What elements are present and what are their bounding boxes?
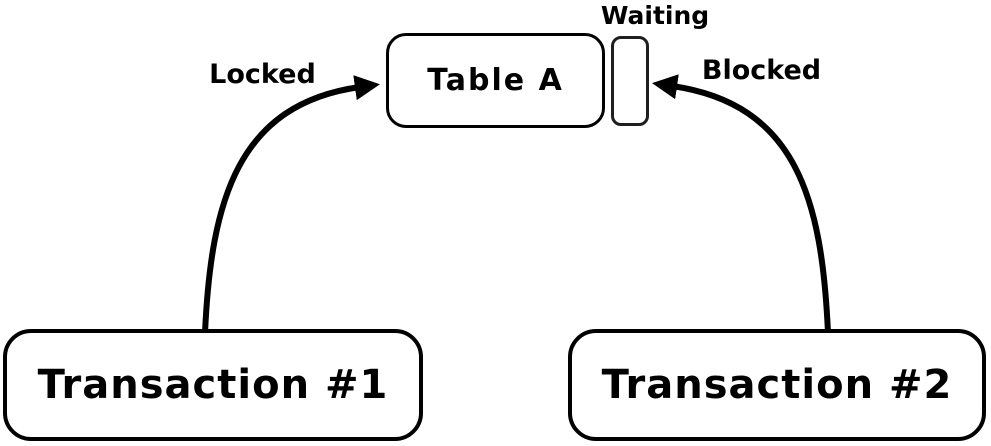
blocked-arrow: [652, 74, 831, 336]
transaction-2-label: Transaction #2: [601, 362, 953, 408]
transaction-1-label: Transaction #1: [37, 362, 389, 408]
blocked-edge-label: Blocked: [701, 55, 822, 86]
table-a-node: Table A: [386, 33, 605, 128]
locked-edge-label: Locked: [209, 59, 316, 90]
waiting-label: Waiting: [600, 1, 710, 30]
table-a-label: Table A: [427, 63, 564, 98]
transaction-2-node: Transaction #2: [568, 329, 986, 441]
waiting-slot-node: [611, 36, 649, 126]
locked-arrow: [202, 75, 380, 336]
transaction-1-node: Transaction #1: [3, 329, 423, 441]
